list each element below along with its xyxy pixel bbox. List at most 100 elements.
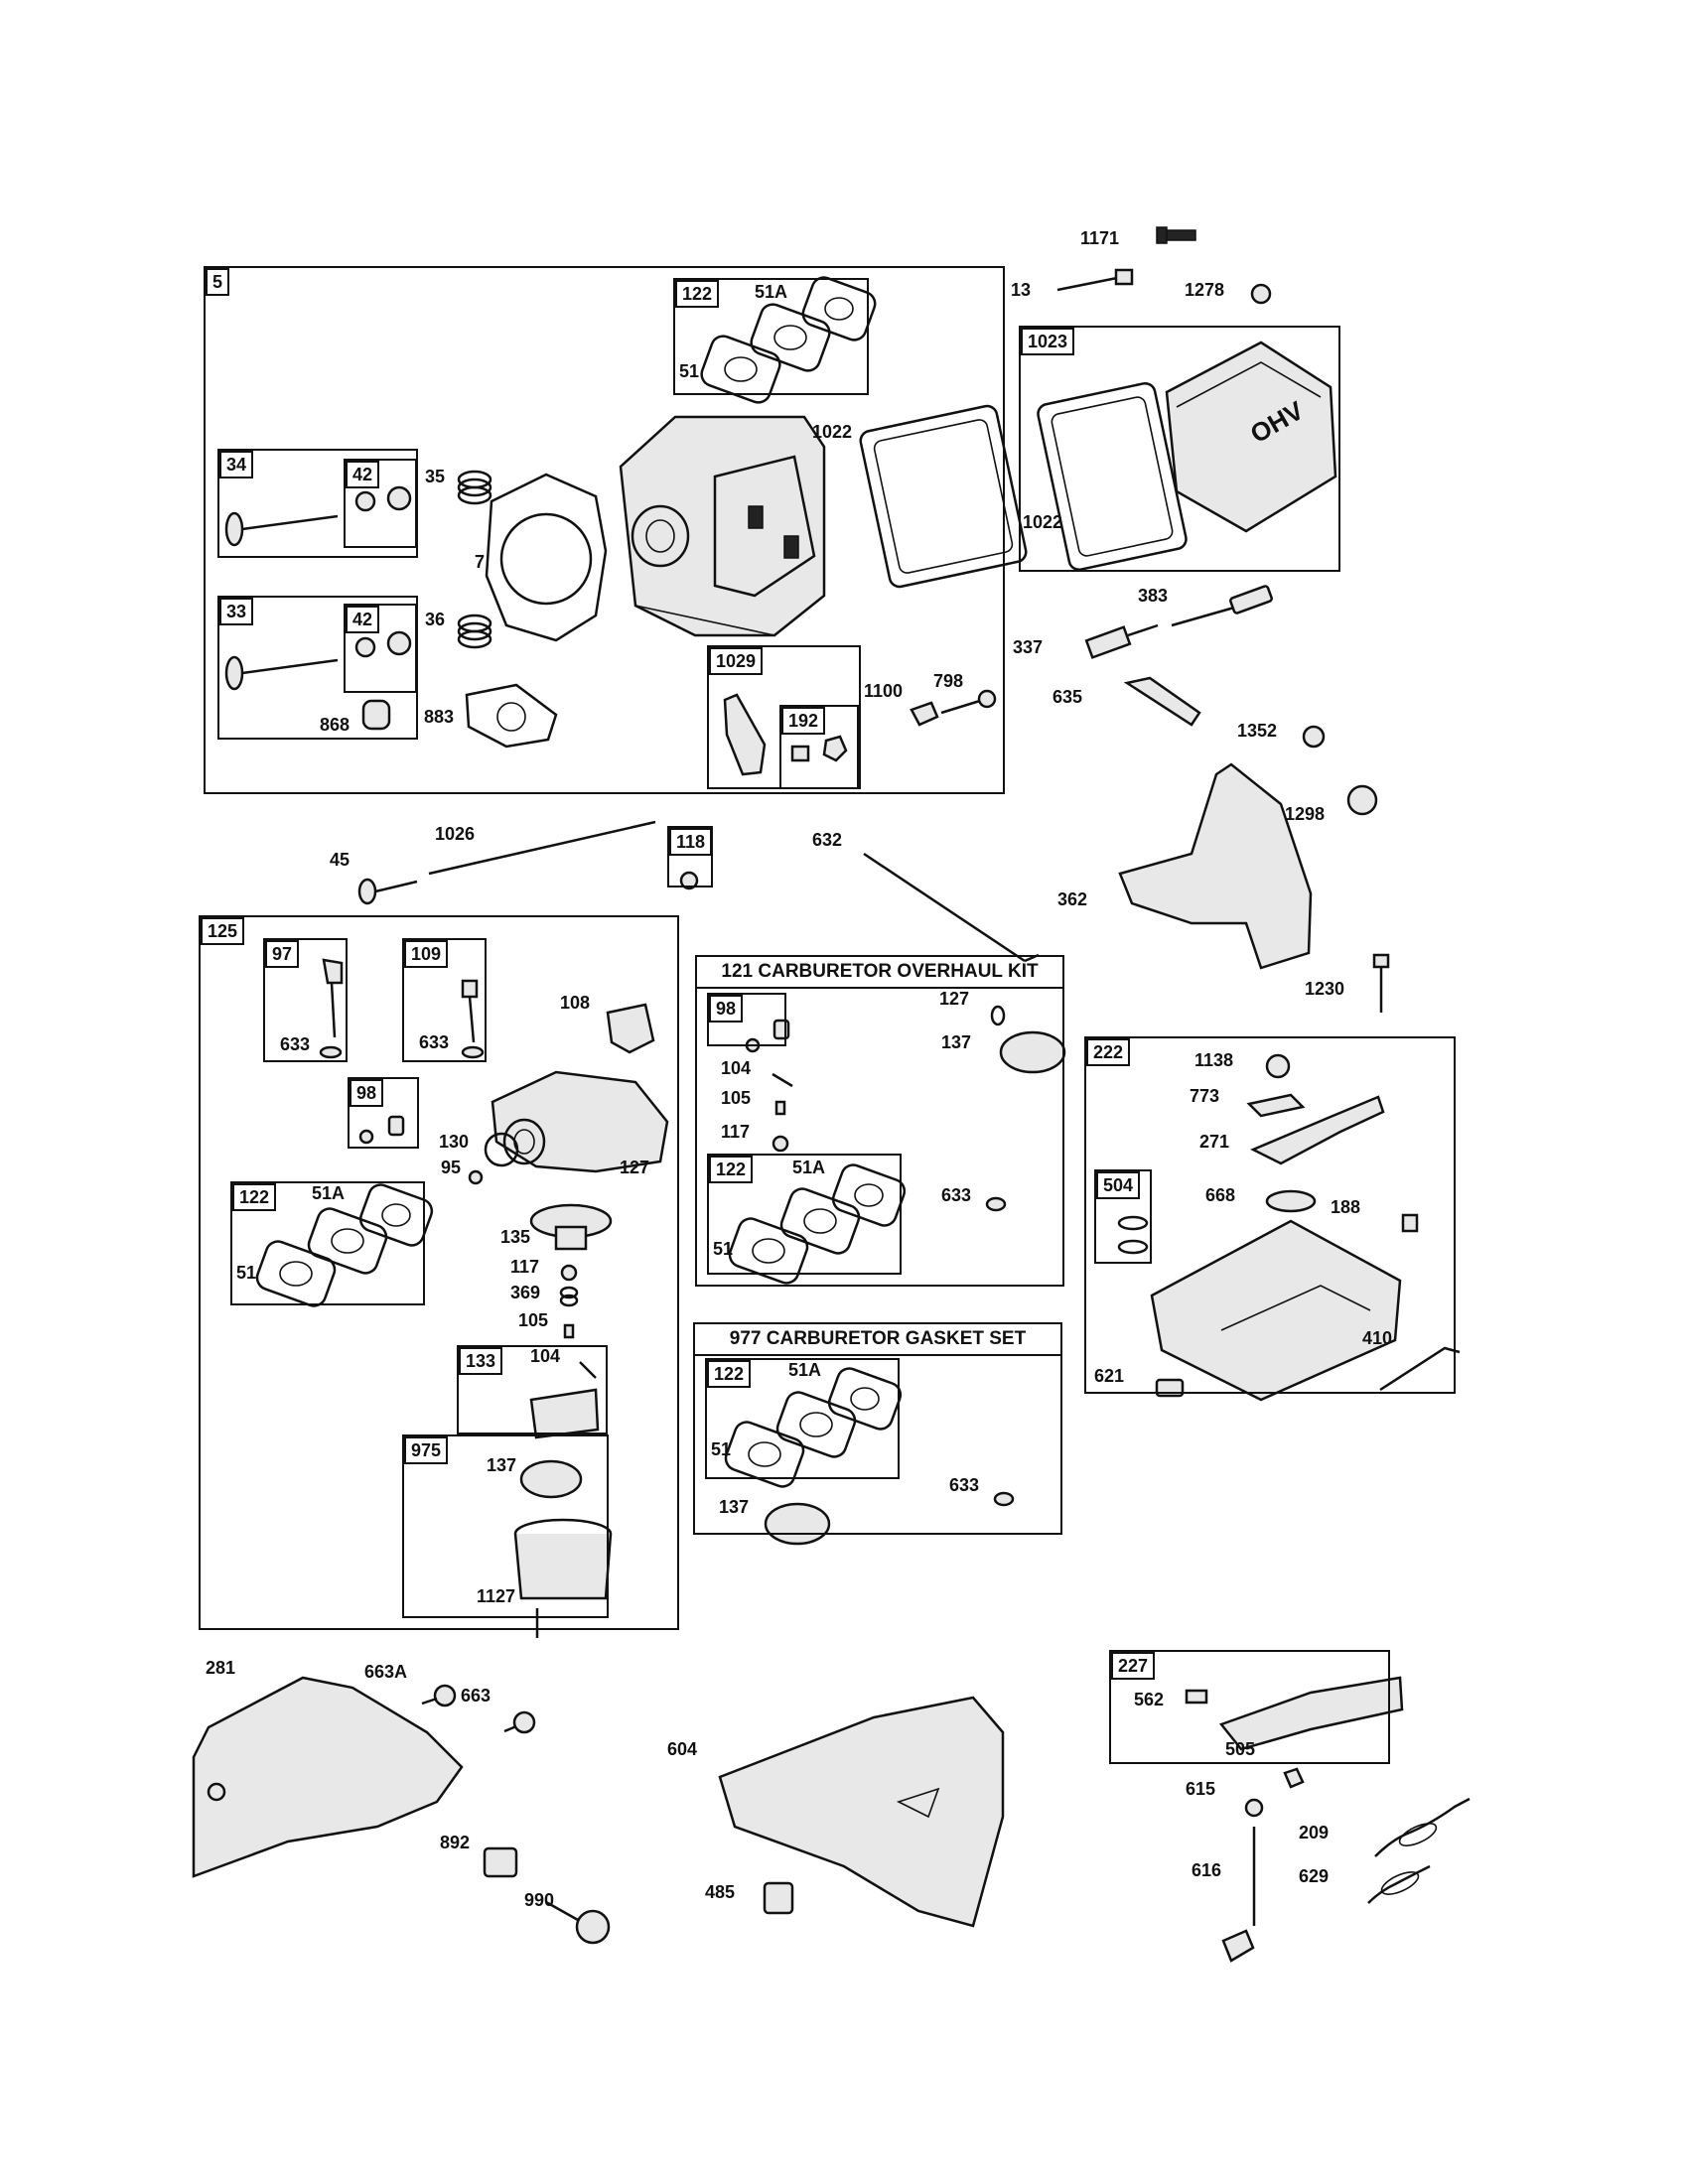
blower-housing-drawing bbox=[718, 1696, 1005, 1928]
label-505: 505 bbox=[1225, 1739, 1256, 1759]
breather-frame bbox=[667, 826, 713, 887]
retainer-frame-b bbox=[344, 604, 417, 693]
spring-209-drawing bbox=[1374, 1797, 1471, 1857]
label-485: 485 bbox=[705, 1882, 736, 1902]
label-137-c: 137 bbox=[719, 1497, 750, 1517]
kit-screw-frame bbox=[707, 993, 786, 1046]
label-1127: 1127 bbox=[477, 1586, 516, 1606]
cover-gasket-a-drawing bbox=[859, 404, 1028, 589]
valve-cover-frame bbox=[1019, 326, 1340, 572]
kit-oring-drawing bbox=[990, 1005, 1006, 1026]
label-1298: 1298 bbox=[1285, 804, 1326, 824]
retainer-frame-a bbox=[344, 459, 417, 548]
rocker-nut-frame bbox=[779, 705, 859, 789]
overhaul-kit-frame: 121 CARBURETOR OVERHAUL KIT bbox=[695, 955, 1064, 1287]
governor-frame bbox=[1084, 1036, 1456, 1394]
valve-spring-36-drawing bbox=[457, 614, 492, 649]
label-773: 773 bbox=[1190, 1086, 1220, 1106]
nut-1138-drawing bbox=[1265, 1053, 1291, 1079]
throttle-shaft-frame bbox=[402, 938, 487, 1062]
spark-plug-drawing bbox=[1084, 623, 1159, 659]
label-209: 209 bbox=[1299, 1823, 1330, 1843]
label-362: 362 bbox=[1057, 889, 1088, 909]
callout-5: 5 bbox=[206, 268, 230, 296]
callout-975: 975 bbox=[404, 1436, 449, 1464]
label-51-top: 51 bbox=[679, 361, 700, 381]
pushrod-guide-drawing bbox=[357, 878, 418, 905]
label-1022-b: 1022 bbox=[1023, 512, 1063, 532]
label-51A-gasket-set: 51A bbox=[788, 1360, 822, 1380]
callout-122-carb: 122 bbox=[232, 1183, 277, 1211]
label-633-c: 633 bbox=[941, 1185, 972, 1205]
callout-192: 192 bbox=[781, 707, 826, 735]
control-bracket-drawing bbox=[1185, 1676, 1404, 1789]
float-drawing bbox=[529, 1203, 613, 1251]
push-rod-guide-drawing bbox=[910, 701, 939, 727]
washer-set-frame bbox=[1094, 1169, 1152, 1264]
callout-504: 504 bbox=[1096, 1171, 1141, 1199]
label-104-b: 104 bbox=[721, 1058, 752, 1078]
label-108: 108 bbox=[560, 993, 591, 1013]
label-1278: 1278 bbox=[1185, 280, 1225, 300]
carb-gaskets-drawing bbox=[255, 1183, 434, 1307]
label-105-b: 105 bbox=[721, 1088, 752, 1108]
intake-gaskets-top bbox=[700, 276, 877, 404]
throttle-link-drawing bbox=[863, 852, 1040, 963]
callout-34: 34 bbox=[219, 451, 254, 478]
callout-222: 222 bbox=[1086, 1038, 1131, 1066]
choke-plate-drawing bbox=[606, 1003, 655, 1054]
deflector-drawing bbox=[1118, 762, 1313, 970]
carb-screw-frame bbox=[348, 1077, 419, 1149]
retainer-drawings bbox=[354, 485, 412, 658]
choke-shaft-frame bbox=[263, 938, 348, 1062]
label-615: 615 bbox=[1186, 1779, 1216, 1799]
label-51A-kit: 51A bbox=[792, 1158, 826, 1177]
governor-shaft-616-drawing bbox=[1221, 1827, 1256, 1963]
callout-97: 97 bbox=[265, 940, 300, 968]
label-95: 95 bbox=[441, 1158, 462, 1177]
label-36: 36 bbox=[425, 610, 446, 629]
exhaust-valve-frame bbox=[217, 449, 418, 558]
intake-valve-frame bbox=[217, 596, 418, 740]
label-188: 188 bbox=[1331, 1197, 1361, 1217]
nut-1298-drawing bbox=[1346, 784, 1378, 816]
control-frame bbox=[1109, 1650, 1390, 1764]
callout-1029: 1029 bbox=[709, 647, 764, 675]
label-1022-a: 1022 bbox=[812, 422, 853, 442]
label-1171: 1171 bbox=[1080, 228, 1120, 248]
label-51-kit: 51 bbox=[713, 1239, 734, 1259]
label-1352: 1352 bbox=[1237, 721, 1278, 741]
float-pin-drawing bbox=[529, 1388, 600, 1439]
label-621: 621 bbox=[1094, 1366, 1125, 1386]
callout-122-kit: 122 bbox=[709, 1156, 754, 1183]
label-892: 892 bbox=[440, 1833, 471, 1852]
screw-188-drawing bbox=[1401, 1213, 1419, 1233]
washer-668-drawing bbox=[1265, 1189, 1317, 1213]
label-1026: 1026 bbox=[435, 824, 476, 844]
spring-629-drawing bbox=[1367, 1864, 1431, 1904]
label-798: 798 bbox=[933, 671, 964, 691]
label-632: 632 bbox=[812, 830, 843, 850]
label-35: 35 bbox=[425, 467, 446, 486]
kit-bowl-gasket-drawing bbox=[999, 1030, 1066, 1074]
gasket-set-title: 977 CARBURETOR GASKET SET bbox=[695, 1324, 1060, 1356]
label-562: 562 bbox=[1134, 1690, 1165, 1709]
kit-gasket-frame bbox=[707, 1154, 902, 1275]
label-51A-carb: 51A bbox=[312, 1183, 346, 1203]
label-51A-top: 51A bbox=[755, 282, 788, 302]
callout-109: 109 bbox=[404, 940, 449, 968]
label-663: 663 bbox=[461, 1686, 491, 1706]
bowl-gasket-drawing bbox=[519, 1459, 583, 1499]
cover-gasket-b-drawing bbox=[1037, 381, 1188, 572]
valve-seal-drawing bbox=[361, 699, 391, 731]
intake-valve-drawing bbox=[224, 655, 339, 691]
head-gasket-drawing bbox=[485, 473, 608, 642]
governor-lever-271-drawing bbox=[1250, 1095, 1385, 1165]
label-990: 990 bbox=[524, 1890, 555, 1910]
bolt-1171-drawing bbox=[1156, 226, 1196, 244]
screw-663-drawing bbox=[503, 1710, 536, 1734]
float-bowl-frame bbox=[402, 1434, 609, 1618]
plug-boot-drawing bbox=[1123, 676, 1201, 727]
label-383: 383 bbox=[1138, 586, 1169, 606]
label-271: 271 bbox=[1199, 1132, 1230, 1152]
